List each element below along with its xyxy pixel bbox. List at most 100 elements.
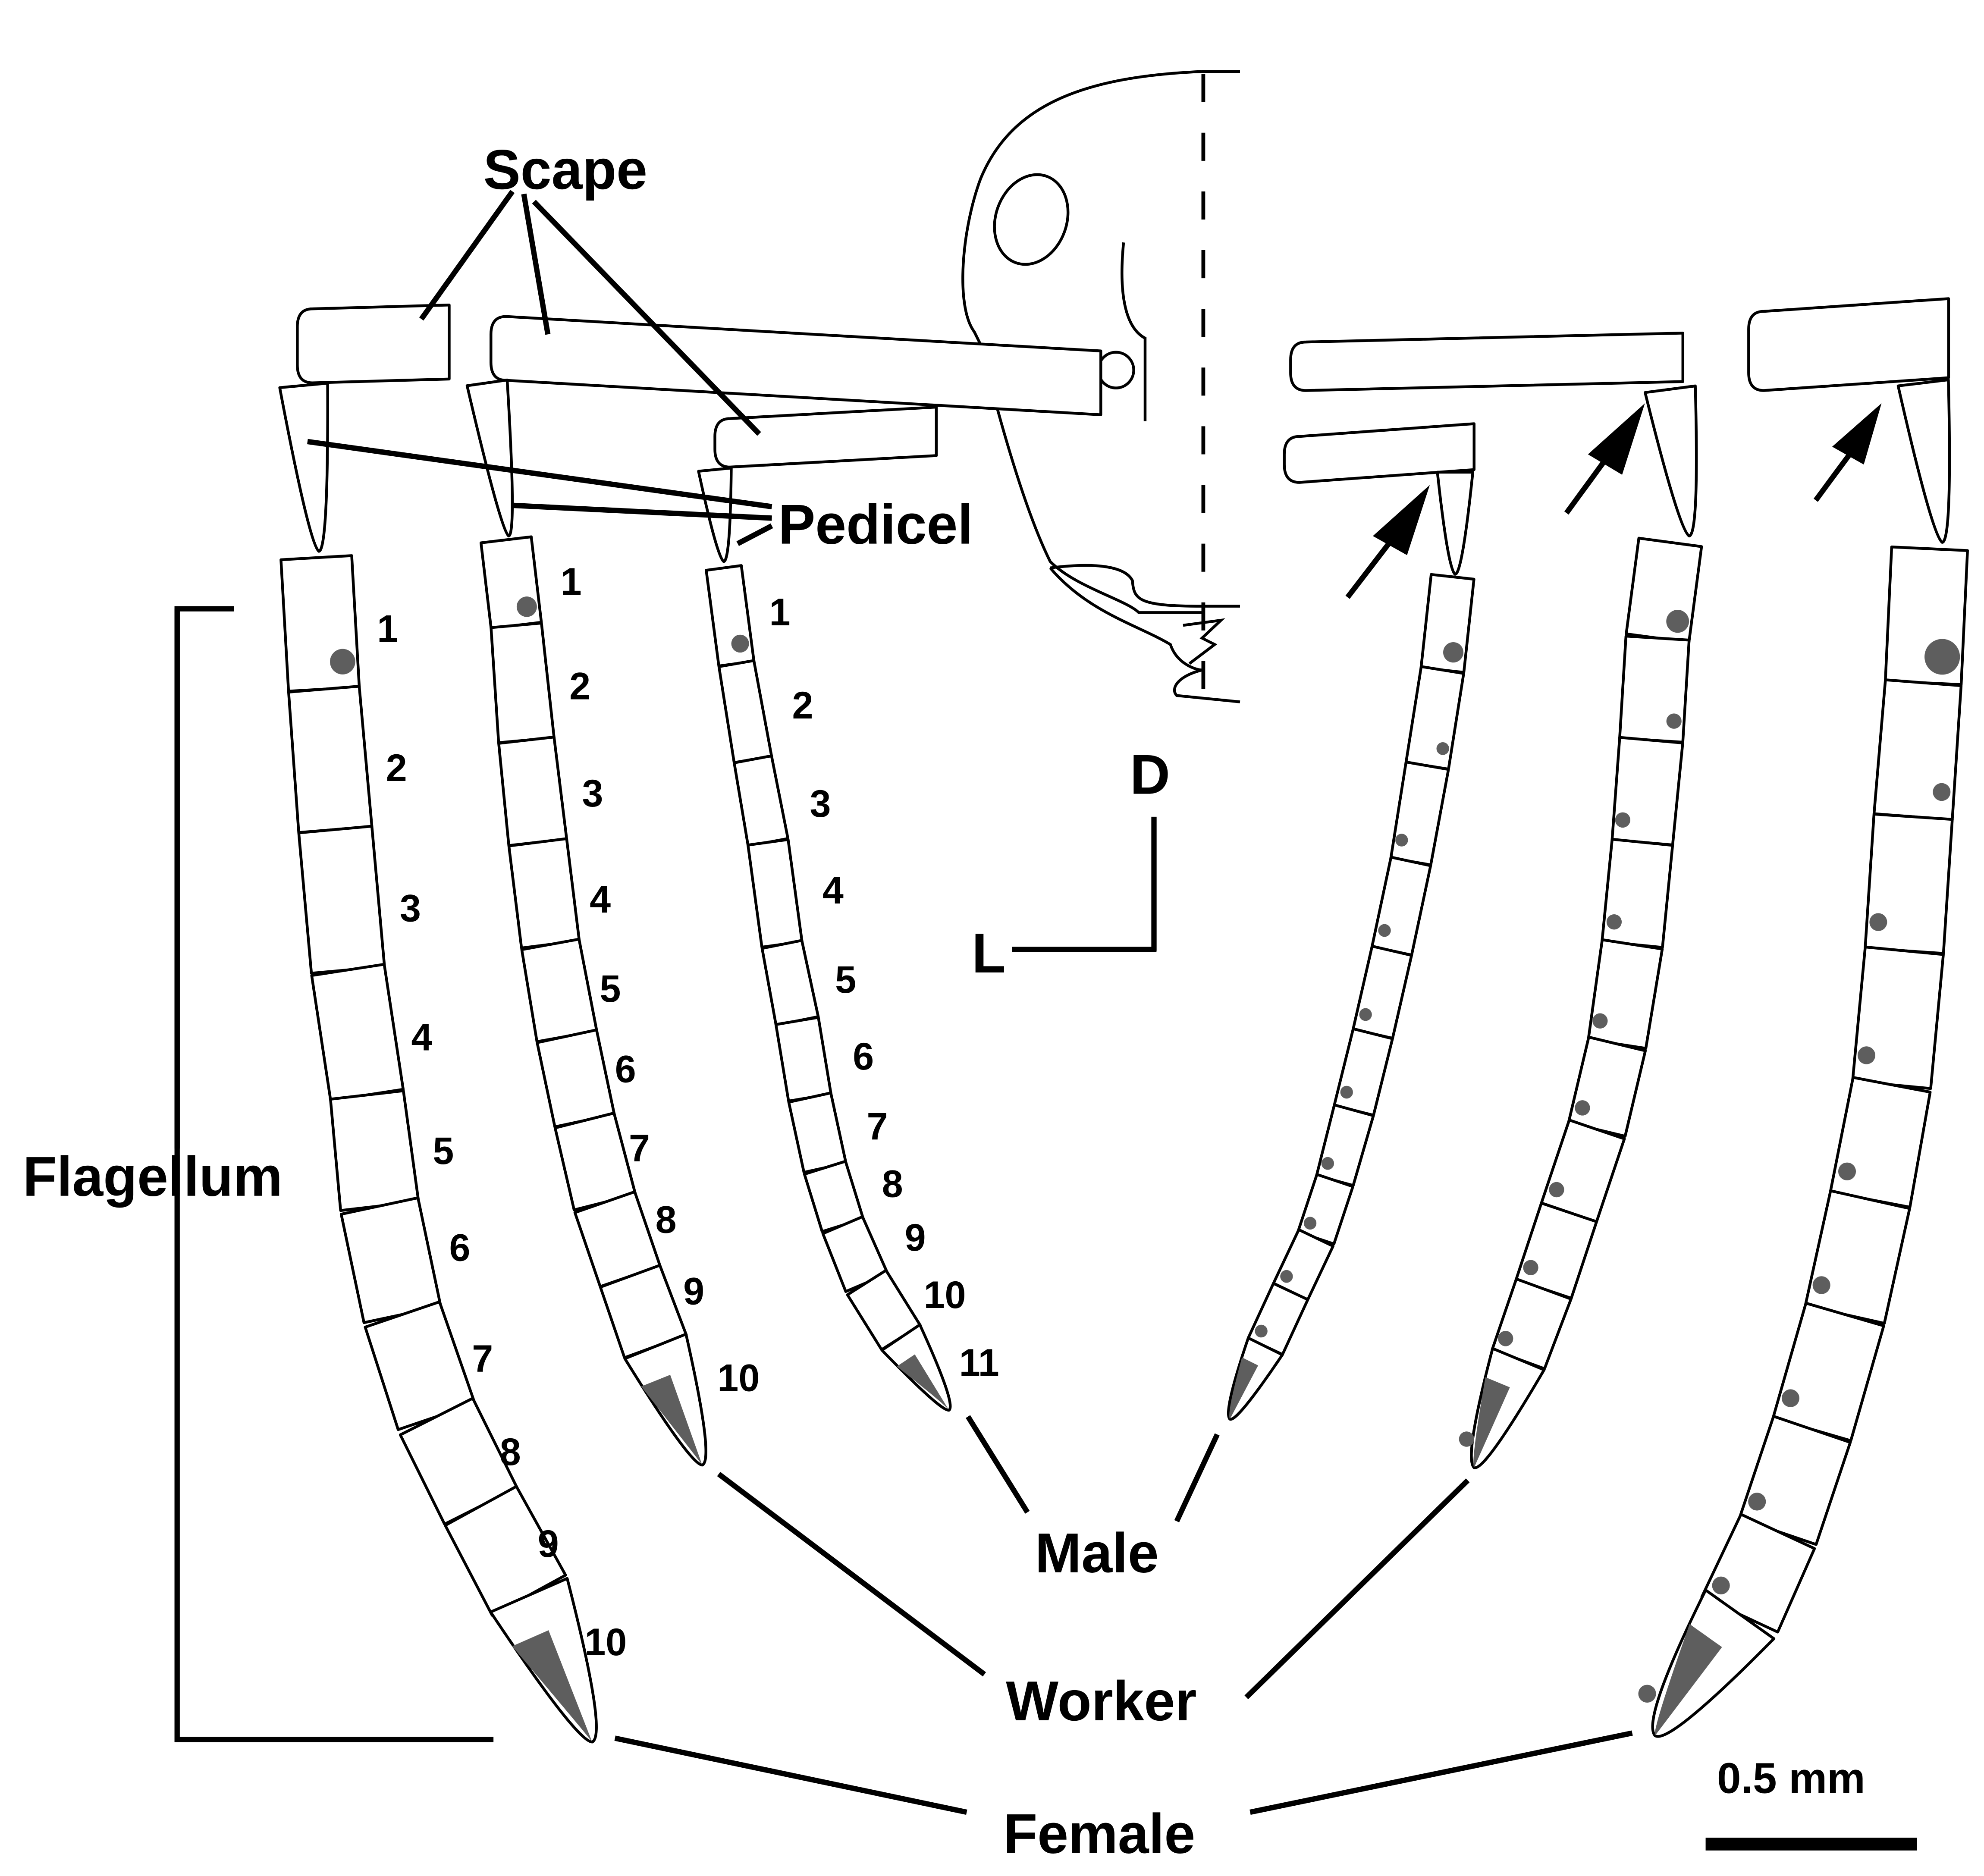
scape (713, 405, 938, 469)
flagellomere (310, 963, 405, 1102)
apical-segment (465, 378, 514, 538)
apical-sensilla-patch (1654, 1624, 1722, 1736)
segment-number: 3 (400, 887, 421, 929)
male-scape-dorsal (1283, 422, 1475, 484)
antennae-group (278, 297, 1969, 1744)
flagellomere (1738, 1415, 1852, 1546)
flagellomere (1389, 760, 1450, 866)
apical-sensilla-patch (641, 1374, 703, 1465)
scale-bar-label: 0.5 mm (1717, 1754, 1865, 1802)
scape (296, 303, 451, 385)
segment-number: 4 (411, 1016, 432, 1058)
flagellomere (490, 621, 556, 744)
flagellomere (1333, 1027, 1394, 1117)
flagellomere (536, 1028, 616, 1129)
sensillum-dot (1748, 1493, 1766, 1511)
segment-number: 9 (538, 1522, 559, 1565)
flagellomere (1771, 1302, 1885, 1442)
sensillum-dot (1592, 1013, 1608, 1029)
scape-label: Scape (483, 138, 647, 201)
scape (1747, 297, 1950, 392)
sensillum-dot (1666, 610, 1689, 633)
male-pedicel-dorsal (1436, 471, 1475, 576)
apical-segment (1651, 1588, 1776, 1738)
scape (490, 315, 1102, 416)
segment-number: 7 (629, 1127, 650, 1170)
female-flagellum (279, 554, 598, 1744)
flagellomere (1625, 536, 1703, 644)
segment-number: 1 (769, 591, 791, 634)
segment-number: 6 (449, 1226, 470, 1269)
flagellomere (520, 938, 598, 1043)
segment-number: 1 (377, 607, 398, 650)
segment-number: 9 (905, 1216, 926, 1259)
flagellomere (1864, 813, 1954, 955)
sensillum-dot (1280, 1270, 1293, 1283)
segment-number: 8 (882, 1162, 903, 1205)
worker-scape (490, 315, 1102, 416)
female-flagellum-dorsal (1638, 545, 1969, 1738)
sensillum-dot (1459, 1431, 1474, 1447)
segment-number: 11 (959, 1341, 999, 1384)
worker-pedicel (465, 378, 514, 538)
sensillum-dot (1606, 914, 1622, 930)
sensillum-dot (1523, 1260, 1538, 1275)
dorsal-label: D (1130, 743, 1170, 806)
sensillum-dot (731, 634, 749, 653)
worker-pedicel-dorsal (1644, 384, 1698, 538)
pedicel-label: Pedicel (778, 493, 973, 556)
sensillum-dot (1378, 924, 1391, 937)
arrow-icon (1345, 485, 1430, 599)
sensillum-dot (330, 649, 355, 674)
sensillum-dot (1340, 1085, 1353, 1099)
worker-scape-dorsal (1289, 332, 1685, 392)
segment-number: 4 (822, 869, 844, 912)
flagellomere (733, 754, 790, 847)
flagellomere (329, 1089, 420, 1212)
worker-label: Worker (1006, 1670, 1196, 1732)
segment-number: 10 (717, 1356, 760, 1399)
flagellomere (705, 564, 756, 668)
sensillum-dot (1443, 642, 1463, 663)
sensillum-dot (1395, 834, 1408, 847)
scape (1283, 422, 1475, 484)
segment-number: 2 (792, 684, 813, 727)
apical-sensilla-patch (897, 1354, 949, 1410)
segment-number: 7 (472, 1337, 493, 1380)
segment-number: 7 (867, 1105, 888, 1148)
arrow-icon (1564, 403, 1645, 515)
segment-number: 10 (584, 1621, 627, 1663)
flagellomere (774, 1016, 832, 1103)
sensillum-dot (516, 596, 537, 617)
sensillum-dot (1933, 783, 1951, 801)
female-pedicel-dorsal (1896, 378, 1951, 544)
segment-number: 3 (582, 772, 603, 815)
sensillum-dot (1924, 639, 1960, 675)
arrows (1345, 403, 1882, 599)
apical-sensilla-patch (1473, 1377, 1510, 1468)
flagellomere (1370, 856, 1432, 957)
female-pedicel (278, 382, 329, 553)
sensillum-dot (1812, 1276, 1830, 1294)
female-scape (296, 303, 451, 385)
flagellomere (717, 659, 773, 764)
sensillum-dot (1436, 742, 1449, 755)
sensillum-dot (1575, 1100, 1590, 1116)
sensillum-dot (1869, 913, 1887, 931)
apical-segment (1436, 471, 1475, 576)
flagellomere (444, 1485, 567, 1617)
flagellomere (1315, 1103, 1375, 1187)
flagellomere (1851, 945, 1945, 1090)
sensillum-dot (1666, 713, 1682, 729)
sensillum-dot (1255, 1324, 1268, 1338)
apical-sensilla-patch (1229, 1357, 1259, 1419)
sensillum-dot (1615, 812, 1630, 828)
male-scape (713, 405, 938, 469)
flagellomere (760, 939, 820, 1027)
sensillum-dot (1838, 1162, 1856, 1180)
sensillum-dot (1321, 1157, 1334, 1170)
orientation-indicator: D L (972, 743, 1170, 985)
